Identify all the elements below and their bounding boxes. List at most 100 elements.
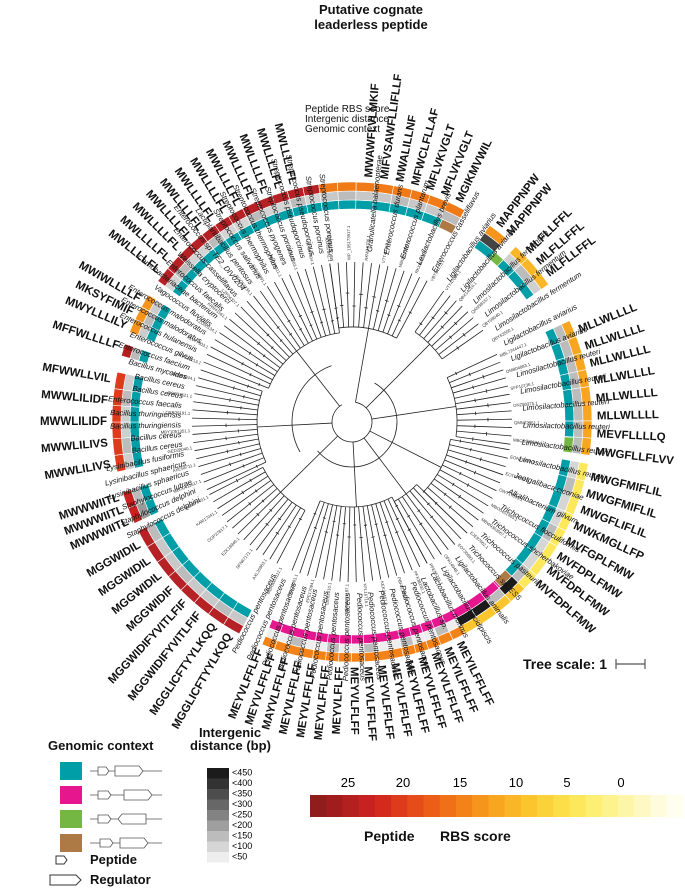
tree-branch xyxy=(382,315,390,333)
tree-branch xyxy=(453,484,489,507)
tree-branch xyxy=(398,276,420,321)
tree-branch xyxy=(312,266,325,310)
tree-branch xyxy=(249,524,268,546)
tree-branch xyxy=(383,500,398,533)
peptide-rbs-cell xyxy=(137,526,156,548)
tree-branch xyxy=(372,537,382,580)
tree-branch xyxy=(472,438,511,445)
peptide-shape-icon xyxy=(55,855,68,865)
rbs-gradient-cell xyxy=(374,795,392,817)
tree-branch xyxy=(257,422,333,428)
tree-branch xyxy=(315,502,325,528)
peptide-rbs-cell xyxy=(113,371,127,391)
context-swatch-brown xyxy=(60,834,82,852)
tree-branch xyxy=(405,493,420,511)
accession-label: GED28040.1 xyxy=(167,445,193,454)
rbs-gradient-cell xyxy=(455,795,473,817)
tree-branch xyxy=(291,365,332,453)
tree-branch xyxy=(288,320,305,346)
tree-branch xyxy=(192,430,239,435)
tree-branch xyxy=(213,480,251,503)
species-label: Bacillus thuringiensis xyxy=(110,420,181,430)
intergenic-step-label: <250 xyxy=(232,810,252,820)
rbs-gradient-cell xyxy=(358,795,376,817)
tree-branch xyxy=(354,524,357,582)
tree-branch xyxy=(456,419,488,421)
peptide-label: MFWWLLVIL xyxy=(41,362,111,386)
tree-branch xyxy=(323,503,329,519)
tree-branch xyxy=(444,494,479,521)
context-swatch-magenta xyxy=(60,786,82,804)
accession-label: AXE58711.1 xyxy=(172,462,197,473)
tree-branch xyxy=(358,294,362,328)
tree-branch xyxy=(250,471,266,481)
tree-branch xyxy=(255,518,280,551)
tree-branch xyxy=(363,307,367,328)
tree-branch xyxy=(398,273,413,307)
tree-branch xyxy=(325,504,334,533)
tree-branch xyxy=(259,290,291,335)
tree-branch xyxy=(314,500,321,514)
tree-branch xyxy=(206,466,258,490)
tree-branch xyxy=(455,436,473,440)
tree-branch xyxy=(347,536,350,582)
tree-branch xyxy=(227,443,260,452)
accession-label: OPS07304.1 xyxy=(305,240,316,266)
peptide-rbs-cell xyxy=(337,181,357,192)
tree-branch xyxy=(321,322,327,337)
tree-branch xyxy=(192,424,227,427)
intergenic-swatch xyxy=(207,852,229,863)
tree-branch xyxy=(469,361,501,375)
tree-branch xyxy=(274,281,301,330)
ring-label-intergenic: Intergenic distance xyxy=(305,114,389,125)
tree-branch xyxy=(487,402,511,406)
rbs-gradient-cell xyxy=(537,795,554,817)
tree-branch xyxy=(242,363,273,381)
species-label: Bacillus cereus xyxy=(130,430,182,443)
tree-branch xyxy=(257,491,281,515)
tree-branch xyxy=(414,323,422,333)
rbs-legend-label-left: Peptide xyxy=(364,828,415,844)
tree-branch xyxy=(474,425,512,428)
tree-branch xyxy=(249,373,252,377)
tree-branch xyxy=(242,475,269,493)
accession-label: PBF01380.1 xyxy=(396,576,408,601)
tree-branch xyxy=(358,506,362,538)
tree-branch xyxy=(317,382,398,468)
tree-branch xyxy=(449,506,474,528)
accession-label: VTT40757.1 xyxy=(381,239,391,264)
tree-branch xyxy=(248,502,252,506)
rbs-gradient-cell xyxy=(326,795,343,817)
peptide-rbs-cell xyxy=(141,294,157,312)
tree-branch xyxy=(198,453,241,468)
accession-label: SFP10736.1 xyxy=(510,381,535,391)
species-label: Pediococcus pentosaceus xyxy=(341,593,352,682)
tree-branches xyxy=(192,262,512,582)
tree-branch xyxy=(240,407,258,411)
tree-branch xyxy=(227,412,258,416)
genomic-context-cell xyxy=(494,569,513,588)
intergenic-legend-title: Intergenic distance (bp) xyxy=(190,726,271,752)
tree-branch xyxy=(423,439,451,492)
peptide-label: MLLWLLLL xyxy=(597,409,659,422)
tree-branch xyxy=(229,452,263,465)
tree-branch xyxy=(460,473,497,492)
tree-branch xyxy=(458,494,462,499)
tree-branch xyxy=(337,262,343,306)
tree-branch xyxy=(309,324,313,327)
tree-branch xyxy=(320,321,324,324)
intergenic-step-label: <350 xyxy=(232,789,252,799)
tree-branch xyxy=(203,361,260,385)
accession-label: SFN67171.1 xyxy=(235,547,254,570)
tree-branch xyxy=(372,310,379,330)
tree-branch xyxy=(360,537,365,582)
tree-branch xyxy=(256,364,276,376)
intergenic-swatch xyxy=(207,778,229,789)
tree-branch xyxy=(465,460,468,464)
accession-label: RKW16706.1 xyxy=(364,234,371,261)
peptide-rbs-cell xyxy=(261,635,278,650)
context-swatch-teal xyxy=(60,762,82,780)
tree-branch xyxy=(333,505,338,522)
tree-branch xyxy=(446,454,467,463)
gene-arrangement-icon xyxy=(90,837,162,849)
